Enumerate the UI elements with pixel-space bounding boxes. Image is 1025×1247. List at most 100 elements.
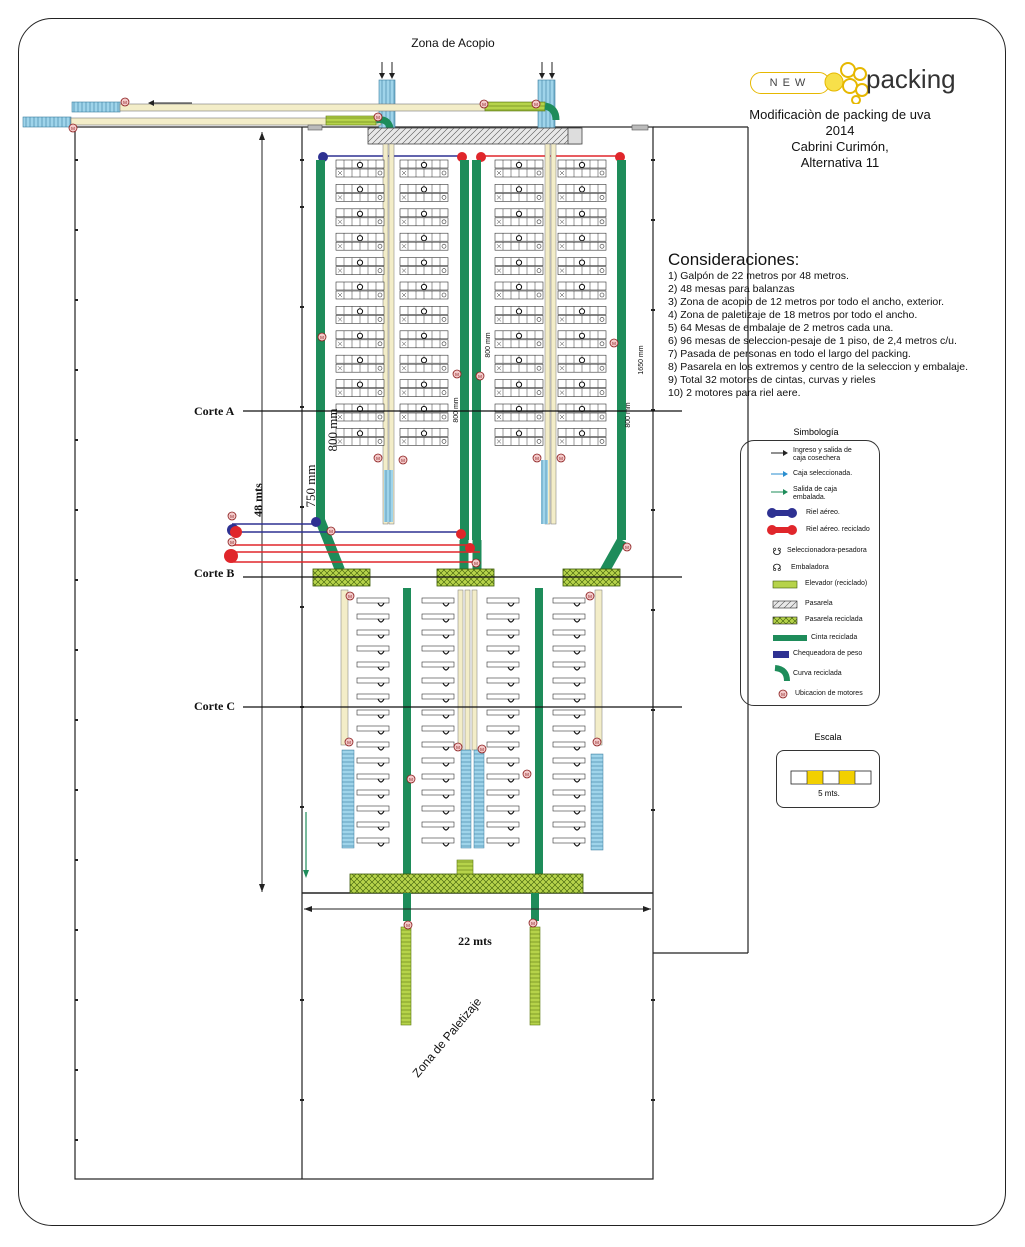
packing-table (356, 709, 390, 719)
legend-symbols: ☋ ☊ M (767, 450, 807, 699)
consideracion-item: 4) Zona de paletizaje de 18 metros por t… (668, 309, 918, 321)
selection-table (494, 379, 544, 397)
packing-table (356, 693, 390, 703)
logo-packing: packing (866, 64, 956, 94)
packing-table (356, 805, 390, 815)
selection-table (494, 257, 544, 275)
logo-bubbles-icon (824, 62, 869, 104)
selection-table (494, 184, 544, 202)
logo-new: NEW (750, 72, 830, 94)
selection-table (557, 257, 607, 275)
selection-table (399, 159, 449, 178)
packing-table (552, 709, 586, 719)
consideraciones-title: Consideraciones: (668, 250, 800, 269)
packing-table (552, 725, 586, 735)
packing-table (356, 789, 390, 799)
consideracion-item: 8) Pasarela en los extremos y centro de … (668, 361, 968, 373)
selection-table (557, 184, 607, 202)
packing-table (486, 677, 520, 687)
packing-table (486, 629, 520, 639)
selection-table (399, 208, 449, 227)
packing-table (421, 709, 455, 719)
packing-table (486, 741, 520, 751)
packing-table (486, 645, 520, 655)
corte-c-label: Corte C (194, 699, 235, 713)
scale-bar-icon (790, 770, 872, 785)
consideracion-item: 2) 48 mesas para balanzas (668, 283, 795, 295)
packing-table (486, 597, 520, 607)
packing-table (356, 741, 390, 751)
legend-item: Caja seleccionada. (793, 470, 853, 477)
legend-item: Cinta reciclada (811, 634, 858, 641)
consideraciones-block: Consideraciones: 1) Galpón de 22 metros … (668, 250, 1008, 400)
selection-table (557, 306, 607, 324)
selection-tables (335, 159, 607, 446)
packing-table (552, 741, 586, 751)
packing-table (552, 837, 586, 847)
packing-table (421, 613, 455, 623)
packing-table (356, 661, 390, 671)
packing-table (421, 789, 455, 799)
selection-table (557, 403, 607, 422)
corte-a-label: Corte A (194, 404, 235, 418)
selection-table (399, 330, 449, 349)
corte-b-label: Corte B (194, 566, 234, 580)
legend-item-ingreso: Ingreso y salida de caja cosechera (793, 447, 852, 462)
packing-tables (356, 597, 586, 847)
selection-table (335, 159, 385, 178)
legend-item: Salida de caja embalada. (793, 486, 837, 501)
packing-table (552, 773, 586, 783)
selection-table (494, 232, 544, 251)
selection-table (557, 232, 607, 251)
selection-table (399, 184, 449, 202)
packing-table (356, 837, 390, 847)
consideracion-item: 10) 2 motores para riel aere. (668, 387, 801, 399)
packing-table (486, 693, 520, 703)
packing-table (552, 677, 586, 687)
selection-table (399, 281, 449, 300)
packing-table (552, 821, 586, 831)
legend-item: Riel aéreo. (806, 509, 840, 516)
selection-table (335, 354, 385, 373)
legend-item: Seleccionadora-pesadora (787, 547, 867, 554)
legend-box: ☋ ☊ M Ingreso y salida de caja cosechera… (740, 440, 880, 706)
packing-table (421, 645, 455, 655)
legend-item: Embaladora (791, 564, 829, 571)
selection-table (557, 208, 607, 227)
mm-800-mid-a: 800 mm (453, 397, 460, 422)
drawing-title: Modificaciòn de packing de uva 2014 Cabr… (740, 107, 940, 171)
selection-table (399, 306, 449, 324)
scale-label: 5 mts. (818, 789, 840, 798)
selection-table (494, 354, 544, 373)
packing-table (356, 773, 390, 783)
packing-table (486, 789, 520, 799)
selection-table (335, 281, 385, 300)
legend-item: Chequeadora de peso (793, 650, 863, 657)
selection-table (557, 159, 607, 178)
packing-table (486, 757, 520, 767)
legend-title: Simbología (793, 427, 839, 437)
consideracion-item: 9) Total 32 motores de cintas, curvas y … (668, 374, 876, 386)
mm-750: 750 mm (303, 465, 318, 508)
packing-table (486, 837, 520, 847)
selection-table (335, 403, 385, 422)
packing-table (356, 725, 390, 735)
packing-table (552, 805, 586, 815)
packing-table (421, 773, 455, 783)
packing-table (356, 645, 390, 655)
scale-title: Escala (814, 732, 842, 742)
title-line: Alternativa 11 (800, 155, 880, 170)
packing-table (421, 677, 455, 687)
selection-table (335, 184, 385, 202)
mm-800-mid-b: 800 mm (485, 332, 492, 357)
packing-table (552, 645, 586, 655)
selection-table (557, 428, 607, 446)
mm-800-left: 800 mm (325, 409, 340, 452)
selection-table (335, 330, 385, 349)
selection-table (335, 379, 385, 397)
packing-table (421, 693, 455, 703)
selection-table (557, 281, 607, 300)
svg-text:M: M (781, 692, 785, 697)
scale-box: 5 mts. (776, 750, 880, 808)
selection-table (335, 306, 385, 324)
